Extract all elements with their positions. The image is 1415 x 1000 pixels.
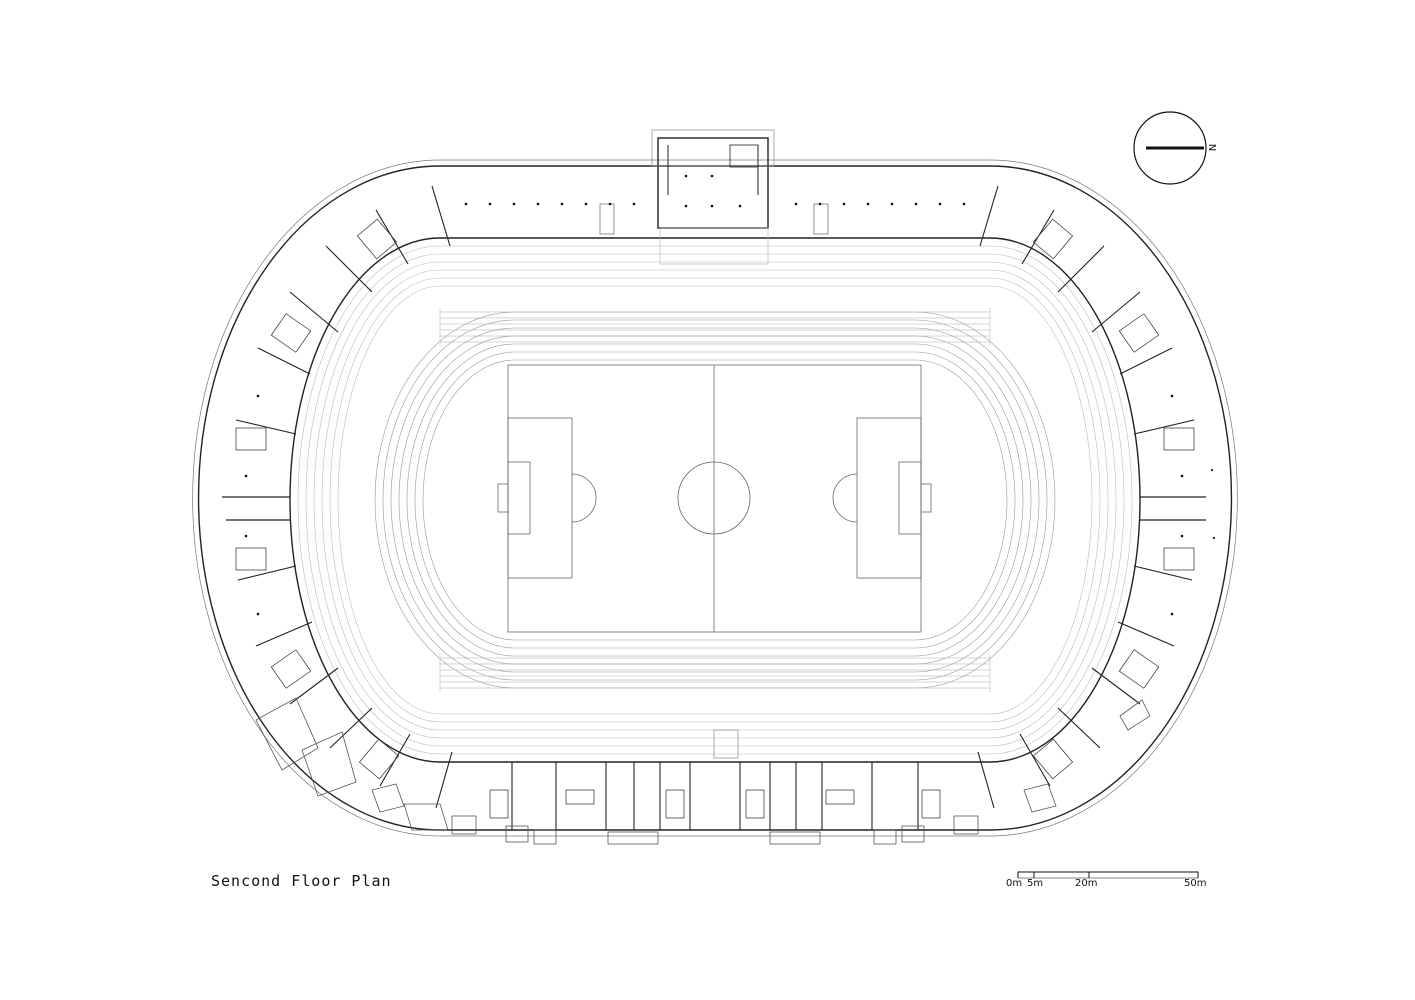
football-pitch — [497, 364, 932, 633]
north-label: N — [1206, 143, 1218, 152]
scale-label-50: 50m — [1184, 878, 1207, 889]
running-track — [374, 311, 1056, 689]
outer-perimeter — [197, 165, 1233, 831]
scale-bar — [1017, 871, 1199, 879]
south-entrance — [713, 729, 739, 759]
southwest-pavilions — [255, 697, 1151, 845]
seating-tiers — [297, 245, 1133, 755]
structural-columns — [244, 174, 1216, 616]
scale-label-5: 5m — [1027, 878, 1044, 889]
side-gaps — [222, 496, 1206, 521]
inner-concourse-edge — [289, 237, 1141, 763]
radial-walls — [235, 185, 1195, 830]
north-arrow-icon — [1133, 111, 1207, 185]
main-stand-block — [599, 129, 829, 265]
sprint-straights — [439, 308, 991, 692]
outer-facade-line — [192, 159, 1238, 837]
plan-title: Sencond Floor Plan — [211, 872, 392, 890]
scale-label-0: 0m — [1006, 878, 1023, 889]
scale-label-20: 20m — [1075, 878, 1098, 889]
service-cores — [235, 218, 1195, 819]
